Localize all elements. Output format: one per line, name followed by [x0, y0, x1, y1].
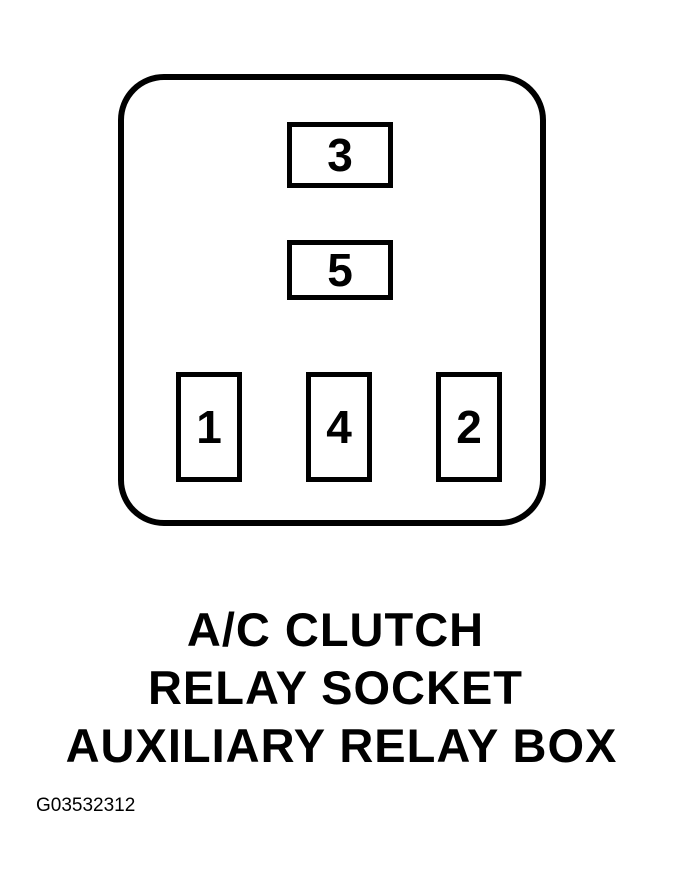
terminal-3: 3 — [287, 122, 393, 188]
caption-line-1: A/C CLUTCH — [186, 603, 485, 656]
terminal-5: 5 — [287, 240, 393, 300]
terminal-2-label: 2 — [456, 401, 482, 453]
terminal-2: 2 — [436, 372, 502, 482]
relay-socket-outline — [118, 74, 546, 526]
terminal-3-label: 3 — [327, 129, 353, 181]
caption-line-3: AUXILIARY RELAY BOX — [65, 719, 618, 772]
figure-id: G03532312 — [36, 795, 136, 816]
terminal-1: 1 — [176, 372, 242, 482]
caption-line-2: RELAY SOCKET — [147, 661, 524, 714]
terminal-1-label: 1 — [196, 401, 222, 453]
terminal-4-label: 4 — [326, 401, 352, 453]
terminal-5-label: 5 — [327, 244, 353, 296]
terminal-4: 4 — [306, 372, 372, 482]
